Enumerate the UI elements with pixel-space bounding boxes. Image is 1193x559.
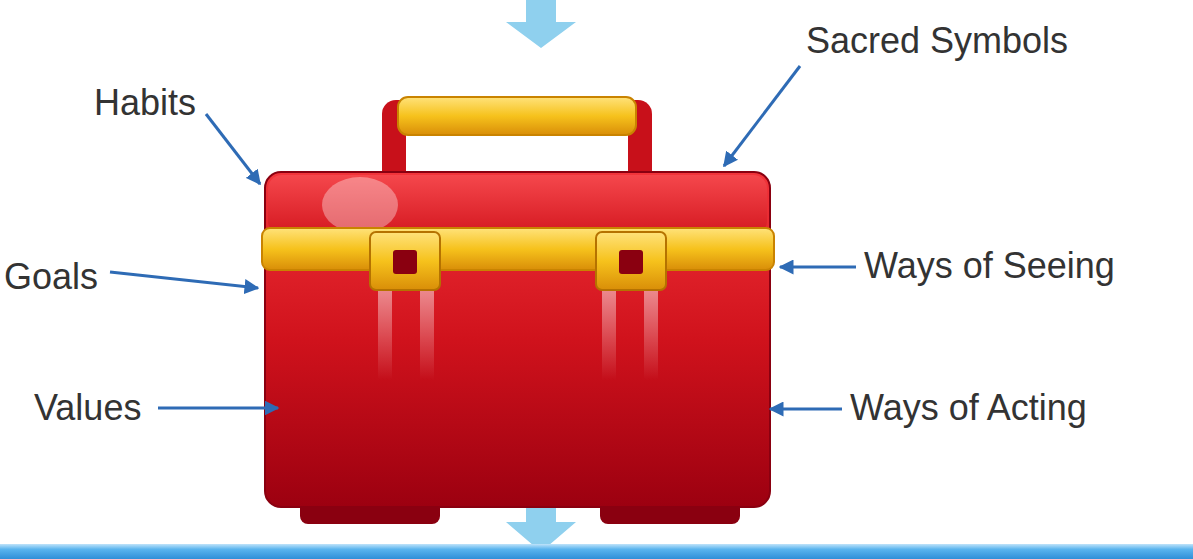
- leader-line: [158, 407, 278, 410]
- leader-line: [206, 114, 260, 184]
- clasp: [370, 232, 440, 290]
- shine: [602, 290, 616, 380]
- part-label: Ways of Acting: [850, 387, 1087, 429]
- part-label: Goals: [4, 256, 98, 298]
- part-label: Habits: [94, 82, 196, 124]
- clasp-lock: [619, 250, 643, 274]
- shine: [378, 290, 392, 380]
- handle-grip: [398, 97, 636, 135]
- part-label: Ways of Seeing: [864, 245, 1115, 287]
- flow-arrow: [506, 0, 576, 48]
- shine: [322, 177, 398, 233]
- strap: [262, 228, 774, 270]
- clasp: [596, 232, 666, 290]
- leader-line: [724, 66, 800, 166]
- leader-line: [770, 408, 842, 411]
- part-label: Values: [34, 387, 141, 429]
- leader-line: [780, 266, 856, 269]
- clasp-lock: [393, 250, 417, 274]
- part-label: Sacred Symbols: [806, 20, 1068, 62]
- shine: [644, 290, 658, 380]
- footer-band: [0, 544, 1193, 559]
- leader-line: [110, 272, 258, 288]
- shine: [420, 290, 434, 380]
- toolbox-lid: [268, 175, 767, 235]
- toolbox-body: [265, 172, 770, 507]
